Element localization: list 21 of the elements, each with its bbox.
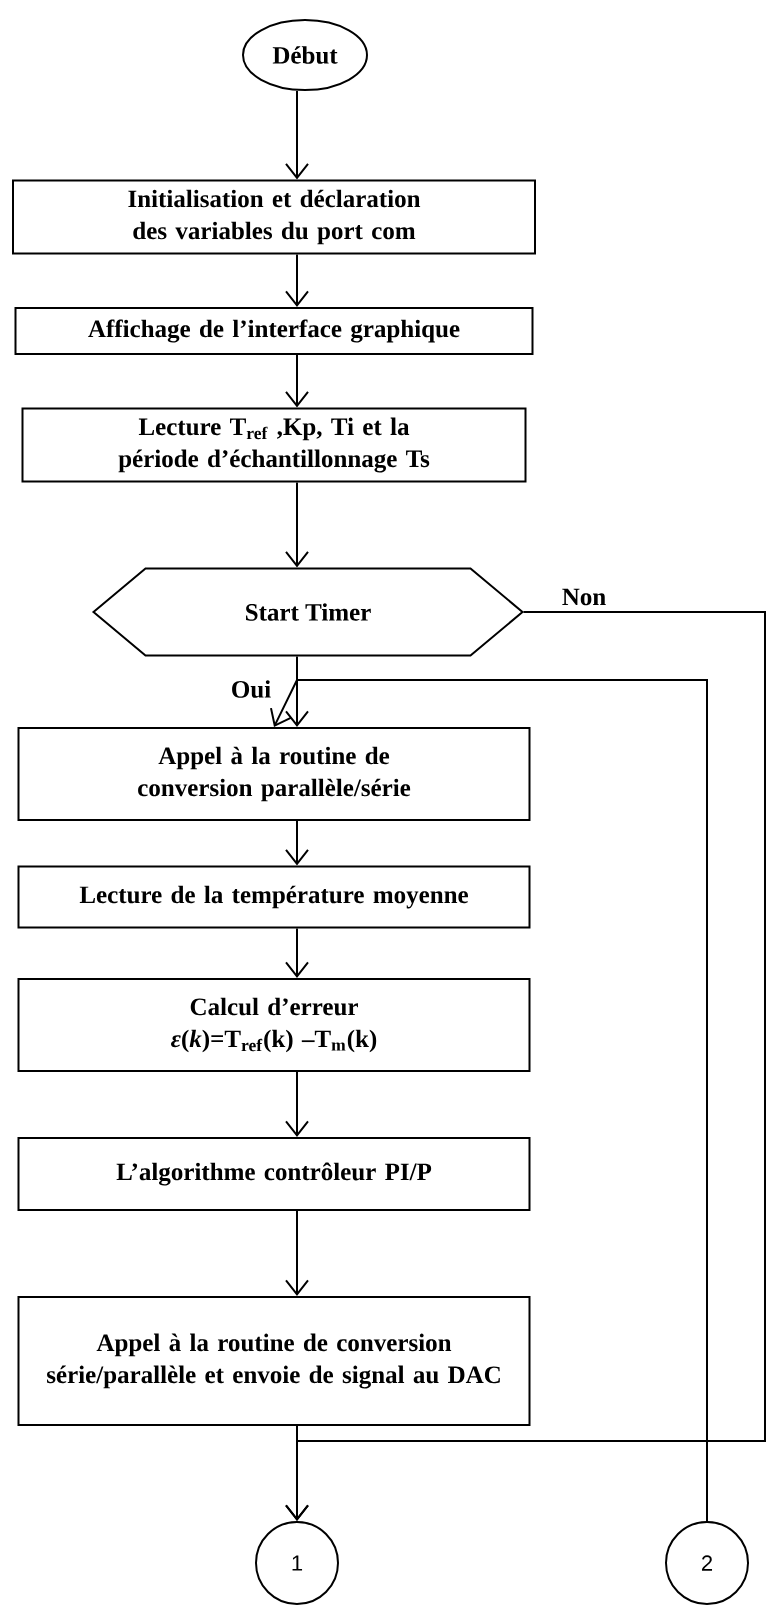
process-box: Initialisation et déclaration des variables du port com: [12, 179, 536, 255]
arrow: [285, 1071, 309, 1137]
edge-label: Non: [559, 586, 609, 608]
arrow: [285, 90, 309, 180]
arrow: [285, 253, 309, 307]
process-box: Appel à la routine de conversion série/parallèle et envoie de signal au DAC: [17, 1296, 531, 1426]
process-box: Appel à la routine de conversion parallèle/série: [17, 727, 531, 821]
edge-label: Oui: [228, 678, 274, 700]
arrow: [285, 820, 309, 866]
arrow: [285, 481, 309, 568]
process-box: Lecture T$_{ref}$ ,Kp, Ti et la période d’échantillonnage Ts: [21, 407, 527, 483]
arrow: [285, 655, 309, 727]
process-box: L’algorithme contrôleur PI/P: [17, 1137, 531, 1211]
arrow: [285, 611, 766, 1521]
arrow: [285, 927, 309, 978]
process-box: Lecture de la température moyenne: [17, 865, 531, 929]
process-box: Calcul d’erreur ε(k)=T$_{ref}$(k) –T$_{m}$(k): [17, 978, 531, 1072]
process-box: Affichage de l’interface graphique: [14, 307, 534, 355]
arrow: [285, 354, 309, 408]
arrow: [270, 679, 708, 1522]
arrow: [285, 1210, 309, 1296]
